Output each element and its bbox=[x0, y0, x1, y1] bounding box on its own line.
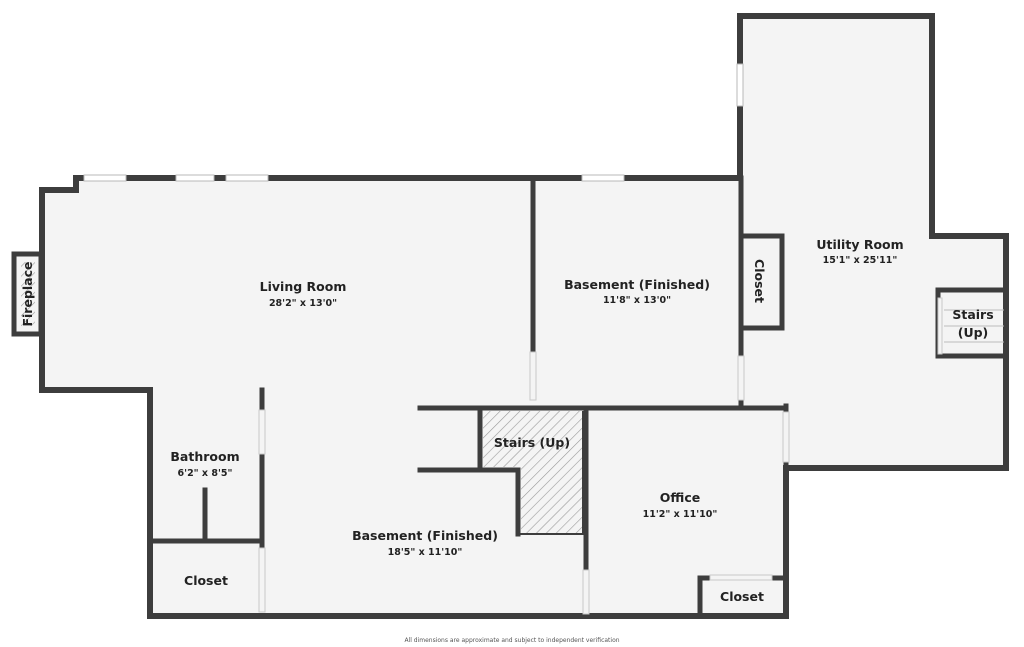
basement-lower-name: Basement (Finished) bbox=[352, 528, 498, 543]
bathroom-dims: 6'2" x 8'5" bbox=[178, 468, 233, 479]
office-closet-name: Closet bbox=[720, 589, 764, 604]
stairs-right-treads bbox=[944, 309, 1004, 343]
office-name: Office bbox=[660, 490, 700, 505]
stairs-right-label-line2: (Up) bbox=[958, 325, 989, 340]
living-room-name: Living Room bbox=[260, 279, 347, 294]
exterior-wall bbox=[39, 13, 1009, 619]
basement-upper-dims: 11'8" x 13'0" bbox=[603, 295, 671, 306]
utility-room-dims: 15'1" x 25'11" bbox=[823, 255, 898, 266]
fireplace bbox=[11, 251, 44, 337]
disclaimer-text: All dimensions are approximate and subje… bbox=[404, 637, 619, 644]
stairs-center-hatch bbox=[483, 411, 583, 534]
office-dims: 11'2" x 11'10" bbox=[643, 509, 718, 520]
door-openings bbox=[258, 297, 943, 615]
utility-room-name: Utility Room bbox=[816, 237, 903, 252]
room-labels: Living Room 28'2" x 13'0" Basement (Fini… bbox=[20, 237, 994, 604]
floor-fill bbox=[14, 16, 1006, 616]
bath-closet-name: Closet bbox=[184, 573, 228, 588]
basement-upper-name: Basement (Finished) bbox=[564, 277, 710, 292]
windows bbox=[83, 63, 744, 182]
bathroom-name: Bathroom bbox=[170, 449, 239, 464]
utility-closet-name: Closet bbox=[752, 259, 767, 303]
living-room-dims: 28'2" x 13'0" bbox=[269, 298, 337, 309]
stairs-center-label: Stairs (Up) bbox=[494, 435, 570, 450]
fireplace-label: Fireplace bbox=[20, 261, 35, 326]
interior-walls bbox=[147, 175, 1009, 619]
stairs-right-label-line1: Stairs bbox=[952, 307, 993, 322]
basement-lower-dims: 18'5" x 11'10" bbox=[388, 547, 463, 558]
